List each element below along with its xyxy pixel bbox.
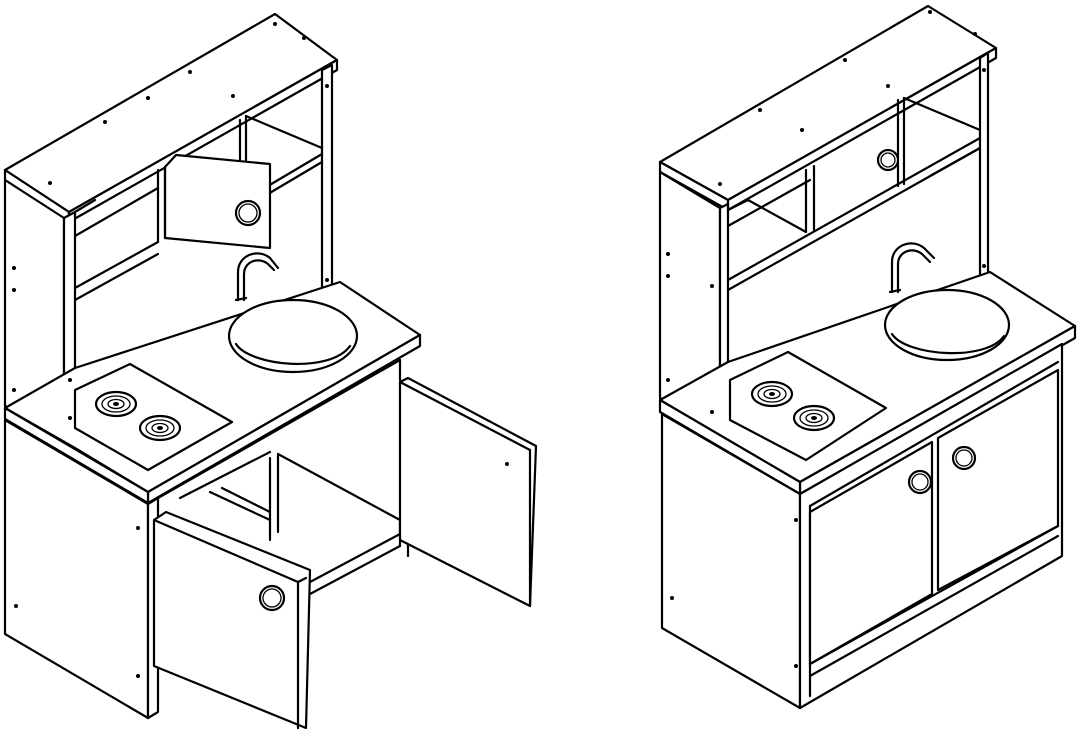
burner-2: [138, 414, 182, 442]
stove-plate: [73, 362, 234, 472]
lower-left-open-door: [152, 510, 312, 730]
open-doors-view: [3, 12, 538, 730]
left-door-knob: [907, 469, 933, 495]
hutch-top-board: [3, 12, 339, 224]
screw-holes-2: [666, 10, 986, 668]
sink-basin-2: [883, 288, 1011, 362]
closed-doors-view: [658, 4, 1077, 710]
right-door-knob: [951, 445, 977, 471]
upper-open-door: [163, 153, 272, 250]
burner-3: [750, 380, 794, 408]
hutch-top-board-2: [658, 4, 998, 212]
screw-holes: [12, 22, 509, 678]
faucet: [234, 252, 280, 302]
lower-right-open-door: [398, 376, 538, 608]
hutch-shelves-2: [726, 96, 982, 292]
sink-basin: [227, 298, 359, 374]
hutch-right-post-2: [978, 51, 990, 288]
stove-plate-2: [728, 350, 888, 462]
upper-closed-door-knob: [876, 148, 900, 172]
burner-1: [94, 390, 138, 418]
hutch-shelves: [73, 114, 324, 302]
burner-4: [792, 404, 836, 432]
hutch-right-post: [320, 63, 334, 298]
faucet-2: [888, 242, 936, 294]
lower-closed-doors: [808, 368, 1060, 678]
